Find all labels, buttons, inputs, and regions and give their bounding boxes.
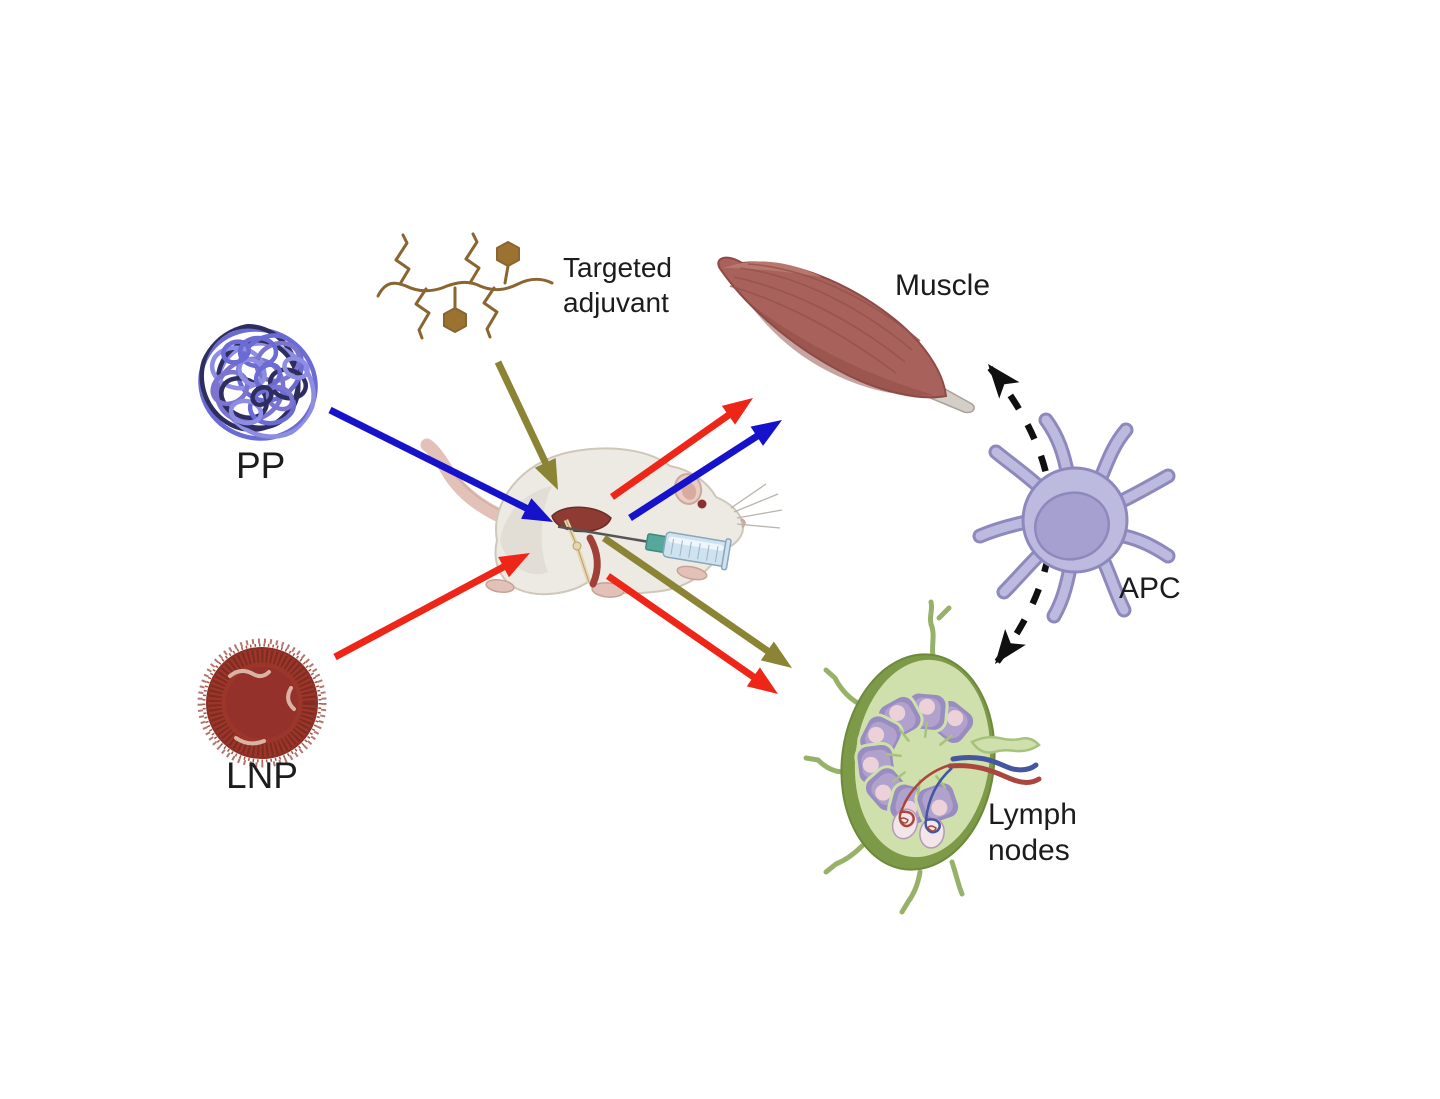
arrow-mouse-to-muscle-red [609, 398, 753, 500]
lymph-nodes-label: Lymph nodes [988, 797, 1077, 869]
pp-particle-icon [198, 324, 318, 441]
dashed-arc [987, 365, 1056, 664]
arrow-mouse-to-muscle-blue [628, 420, 782, 521]
arrow-pp-to-mouse [328, 406, 553, 522]
apc-cell-icon [972, 412, 1176, 624]
lnp-label: LNP [226, 755, 298, 796]
targeted-adjuvant-icon [376, 232, 554, 340]
apc-communication-arrows [987, 364, 1056, 664]
targeted-adjuvant-label: Targeted adjuvant [563, 250, 672, 320]
arrow-adjuvant-to-mouse [494, 360, 558, 490]
mouse-icon [420, 438, 783, 598]
dashed-arrowhead-to-muscle [988, 364, 1020, 399]
arrow-lnp-to-mouse [333, 553, 530, 661]
lymph-nodes-label-line1: Lymph [988, 798, 1077, 831]
lymph-nodes-label-line2: nodes [988, 834, 1070, 867]
pp-label: PP [236, 445, 286, 486]
targeted-adjuvant-label-line1: Targeted [563, 252, 672, 283]
muscle-icon [717, 256, 975, 414]
apc-label: APC [1119, 572, 1181, 605]
arrow-mouse-to-lymph-olive [602, 535, 792, 668]
syringe-icon [557, 525, 732, 571]
muscle-label: Muscle [895, 269, 991, 302]
arrow-mouse-to-lymph-red [606, 573, 778, 694]
lymph-node-icon [803, 599, 1042, 915]
targeted-adjuvant-label-line2: adjuvant [563, 287, 669, 318]
lnp-particle-icon [197, 638, 327, 768]
dashed-arrowhead-to-lymph [995, 629, 1026, 664]
